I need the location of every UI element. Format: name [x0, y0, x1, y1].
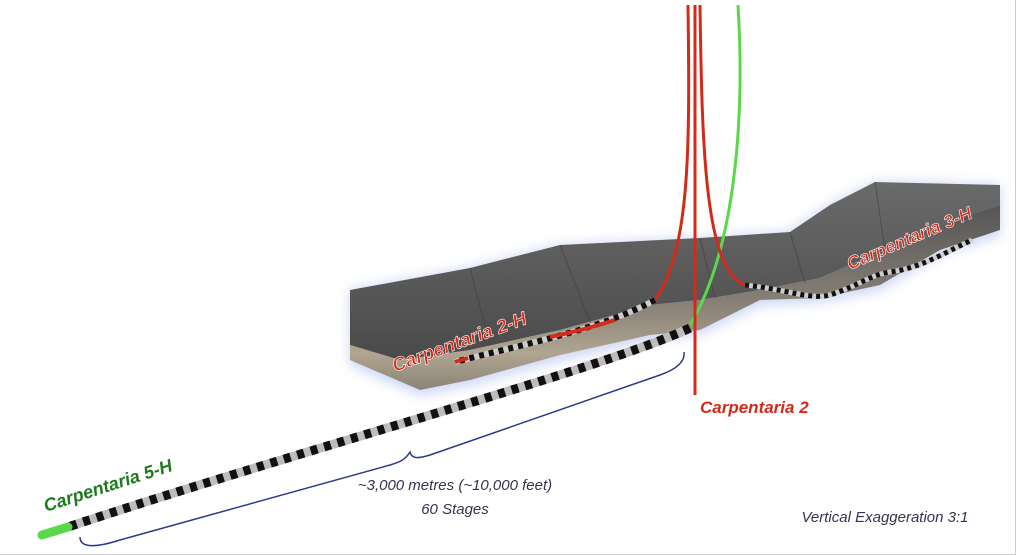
length-brace	[79, 351, 685, 547]
well-carpentaria-2h	[454, 4, 691, 365]
rock-formation-block	[350, 181, 1000, 395]
length-annotation: ~3,000 metres (~10,000 feet)	[358, 477, 552, 494]
formation-top-surface	[350, 182, 1000, 360]
formation-front-face	[350, 205, 1000, 390]
label-carpentaria-2: Carpentaria 2	[700, 398, 809, 417]
stages-annotation: 60 Stages	[421, 501, 489, 518]
vertical-exaggeration-note: Vertical Exaggeration 3:1	[801, 509, 968, 526]
well-carpentaria-5h	[37, 4, 742, 540]
well-carpentaria-3h	[698, 4, 974, 299]
label-carpentaria-5h: Carpentaria 5-H	[41, 455, 176, 516]
